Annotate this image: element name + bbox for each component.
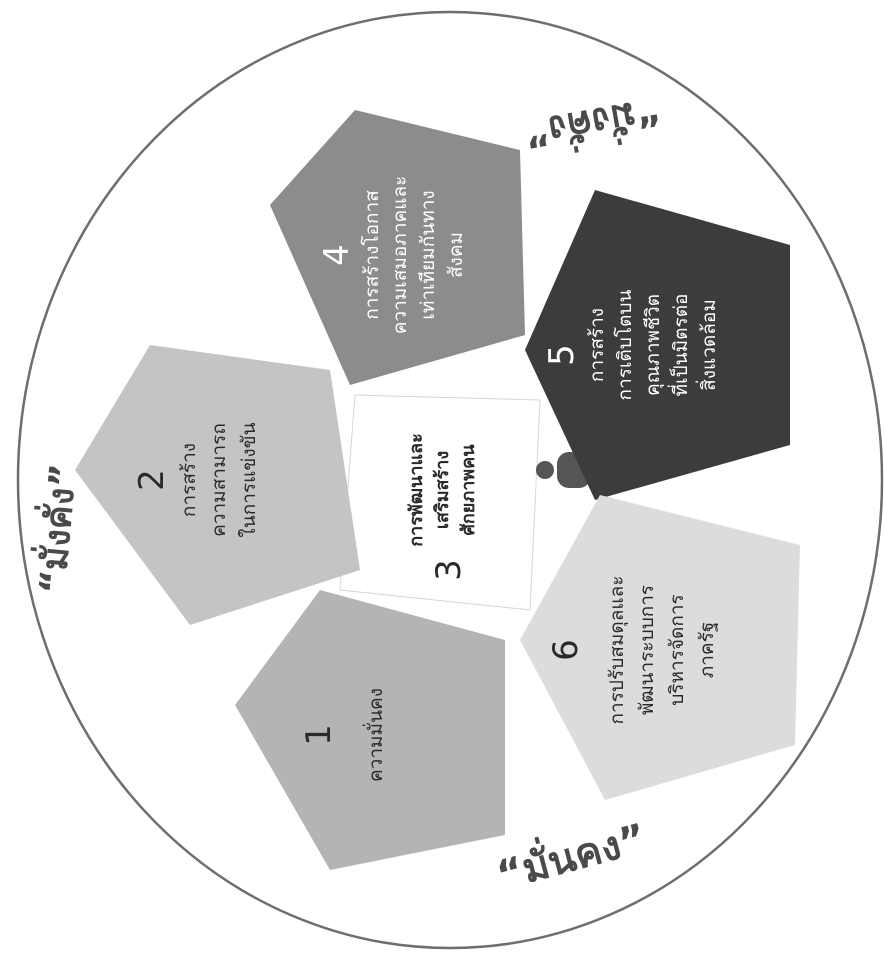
strategy-6-shape (520, 495, 800, 800)
strategy-4-shape (270, 110, 525, 385)
strategy-4-line-2: ความเสมอภาคและ (389, 176, 411, 335)
strategy-4-line-1: การสร้างโอกาส (360, 190, 383, 320)
strategy-2-line-3: ในการแข่งขัน (238, 422, 260, 537)
center-block: 3 การพัฒนาและ เสริมสร้าง ศักยภาพคน (339, 394, 591, 611)
strategy-5-number: 5 (542, 344, 582, 366)
strategy-5-line-1: การสร้าง (586, 308, 608, 382)
center-line-2: เสริมสร้าง (432, 451, 453, 529)
strategy-6-line-3: บริหารจัดการ (666, 594, 688, 706)
strategy-5-shape (525, 190, 790, 500)
strategy-6-line-1: การปรับสมดุลและ (606, 576, 629, 725)
strategy-4-number: 4 (317, 244, 357, 266)
strategy-4-line-3: เท่าเทียมกันทาง (417, 190, 439, 319)
strategy-2: 2 การสร้าง ความสามารถ ในการแข่งขัน (75, 345, 360, 625)
strategy-4-line-4: สังคม (445, 232, 467, 278)
strategy-5: 5 การสร้าง การเติบโตบน คุณภาพชีวิต ที่เป… (525, 190, 790, 500)
strategy-6: 6 การปรับสมดุลและ พัฒนาระบบการ บริหารจัด… (520, 495, 800, 800)
center-line-3: ศักยภาพคน (458, 444, 479, 536)
center-number: 3 (429, 559, 469, 581)
strategy-5-line-2: การเติบโตบน (613, 290, 636, 401)
strategy-1-line-1: ความมั่นคง (362, 688, 387, 782)
strategy-6-number: 6 (546, 639, 586, 661)
strategy-2-number: 2 (132, 469, 172, 491)
strategy-6-line-2: พัฒนาระบบการ (636, 585, 658, 715)
strategy-1: 1 ความมั่นคง (235, 590, 505, 870)
strategy-2-shape (75, 345, 360, 625)
strategy-5-line-3: คุณภาพชีวิต (642, 294, 665, 396)
strategy-6-line-4: ภาครัฐ (696, 622, 718, 679)
strategy-2-line-2: ความสามารถ (208, 423, 230, 537)
strategy-5-line-4: ที่เป็นมิตรต่อ (667, 294, 692, 397)
strategy-2-line-1: การสร้าง (178, 443, 200, 517)
strategy-1-number: 1 (299, 724, 339, 746)
strategy-5-line-5: สิ่งแวดล้อม (695, 299, 720, 391)
strategy-4: 4 การสร้างโอกาส ความเสมอภาคและ เท่าเทียม… (270, 110, 525, 385)
strategy-1-shape (235, 590, 505, 870)
center-line-1: การพัฒนาและ (406, 433, 427, 547)
